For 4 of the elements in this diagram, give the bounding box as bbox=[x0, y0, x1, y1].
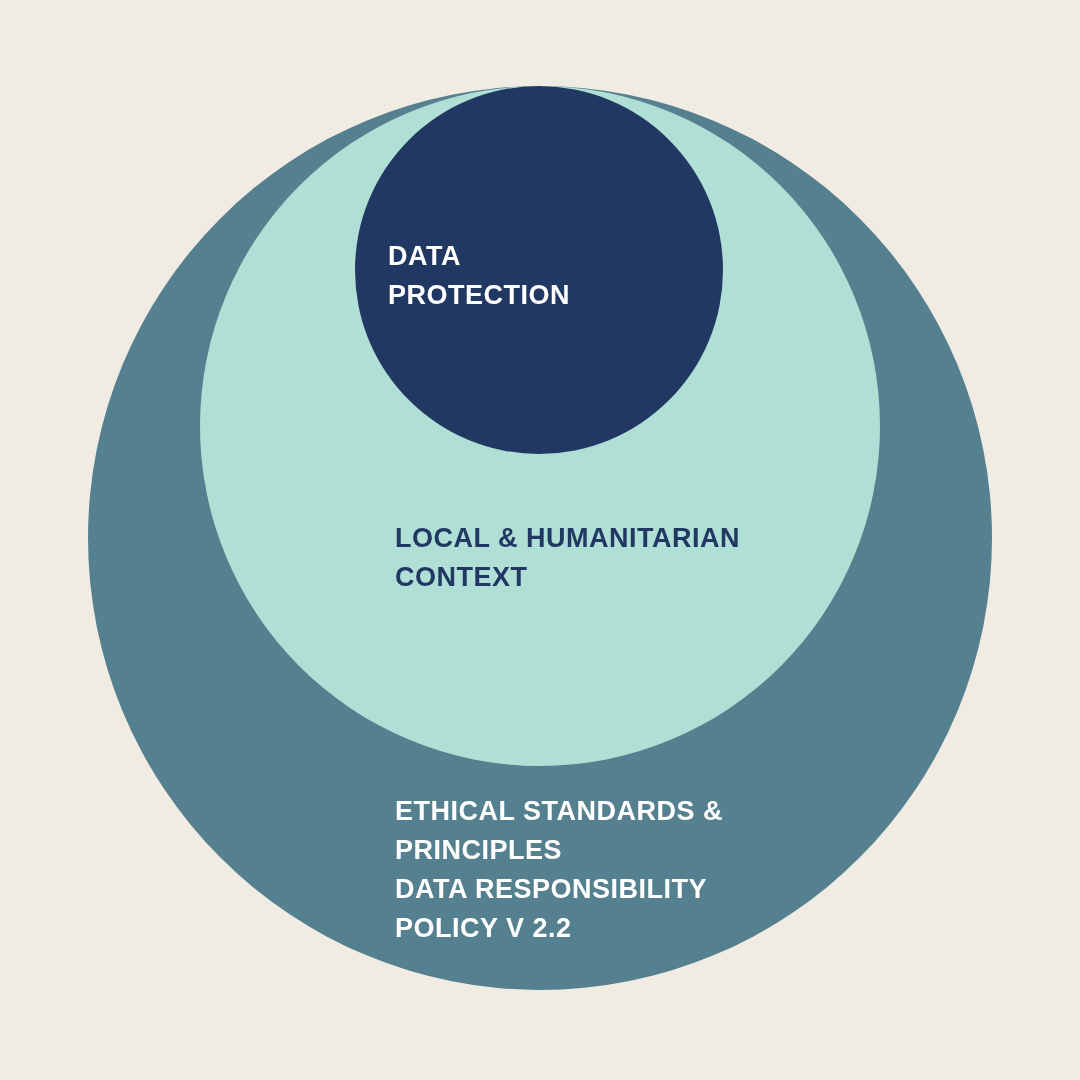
circle-label: ETHICAL STANDARDS & PRINCIPLES bbox=[395, 795, 724, 867]
circle-label: DATA RESPONSIBILITY POLICY V 2.2 bbox=[395, 873, 708, 945]
circle-label: DATA PROTECTION bbox=[388, 240, 571, 312]
circle-label: LOCAL & HUMANITARIAN CONTEXT bbox=[395, 522, 741, 594]
